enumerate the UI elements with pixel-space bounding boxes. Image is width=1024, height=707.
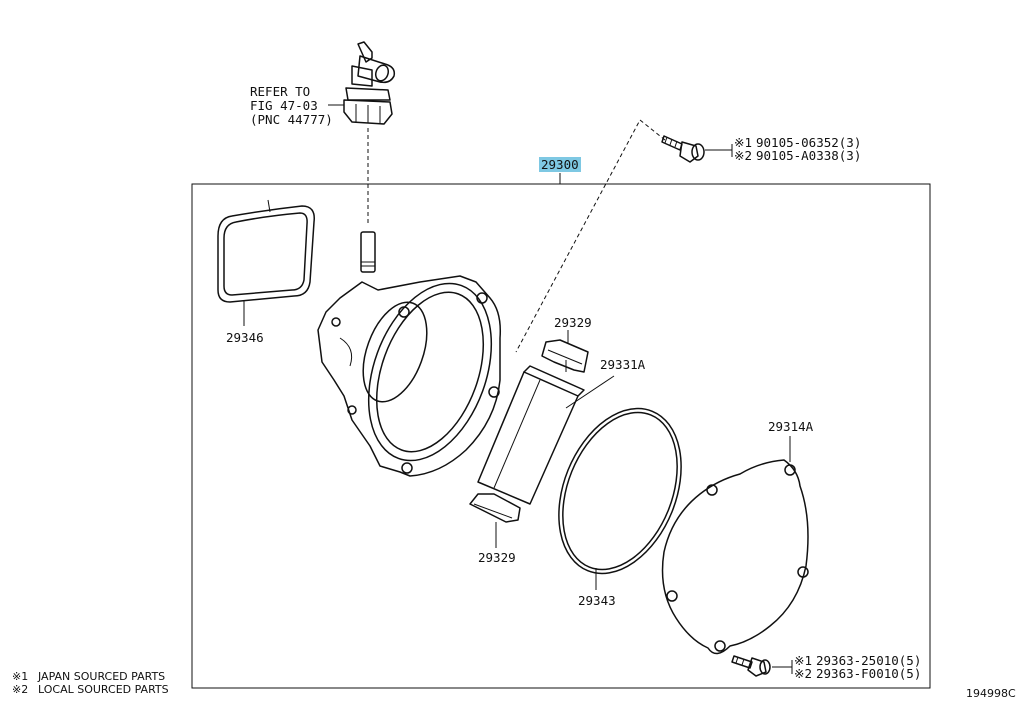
cap-top-drawing bbox=[541, 339, 589, 373]
check-valve-drawing bbox=[343, 41, 396, 125]
cover-drawing bbox=[661, 459, 809, 655]
bolt-bottom-part-1[interactable]: 29363-25010(5) bbox=[816, 653, 921, 668]
vane-leader bbox=[565, 375, 615, 409]
pump-body-drawing bbox=[317, 231, 502, 477]
bolt-bottom-mark-2: ※2 bbox=[794, 666, 812, 681]
cap-bottom-label[interactable]: 29329 bbox=[478, 550, 516, 565]
oring-drawing bbox=[558, 407, 682, 575]
cap-bottom-drawing bbox=[469, 493, 521, 523]
bolt-top-mark-2: ※2 bbox=[734, 148, 752, 163]
bolt-bottom-part-2[interactable]: 29363-F0010(5) bbox=[816, 666, 921, 681]
note-text-1: JAPAN SOURCED PARTS bbox=[37, 670, 165, 683]
gasket-label[interactable]: 29346 bbox=[226, 330, 264, 345]
reference-line-1: REFER TO bbox=[250, 84, 310, 99]
oring-label[interactable]: 29343 bbox=[578, 593, 616, 608]
reference-line-3: (PNC 44777) bbox=[250, 112, 333, 127]
assembly-number-label[interactable]: 29300 bbox=[539, 157, 581, 184]
cap-top-label[interactable]: 29329 bbox=[554, 315, 592, 330]
vane-drawing bbox=[477, 365, 585, 505]
cover-label[interactable]: 29314A bbox=[768, 419, 814, 434]
bolt-bottom-drawing bbox=[731, 655, 771, 677]
vane-label[interactable]: 29331A bbox=[600, 357, 646, 372]
note-text-2: LOCAL SOURCED PARTS bbox=[38, 683, 169, 696]
bolt-top-part-2[interactable]: 90105-A0338(3) bbox=[756, 148, 861, 163]
bolt-top-drawing bbox=[661, 135, 705, 163]
gasket-drawing bbox=[217, 199, 315, 303]
bolt-bottom-mark-1: ※1 bbox=[794, 653, 812, 668]
svg-text:29300: 29300 bbox=[541, 157, 579, 172]
diagram-id: 194998C bbox=[966, 687, 1016, 700]
note-mark-2: ※2 bbox=[12, 683, 28, 696]
bolt-top-mark-1: ※1 bbox=[734, 135, 752, 150]
bolt-dash-line bbox=[515, 119, 666, 353]
reference-line-2: FIG 47-03 bbox=[250, 98, 318, 113]
bolt-top-part-1[interactable]: 90105-06352(3) bbox=[756, 135, 861, 150]
assembly-frame bbox=[191, 183, 931, 689]
note-mark-1: ※1 bbox=[12, 670, 28, 683]
